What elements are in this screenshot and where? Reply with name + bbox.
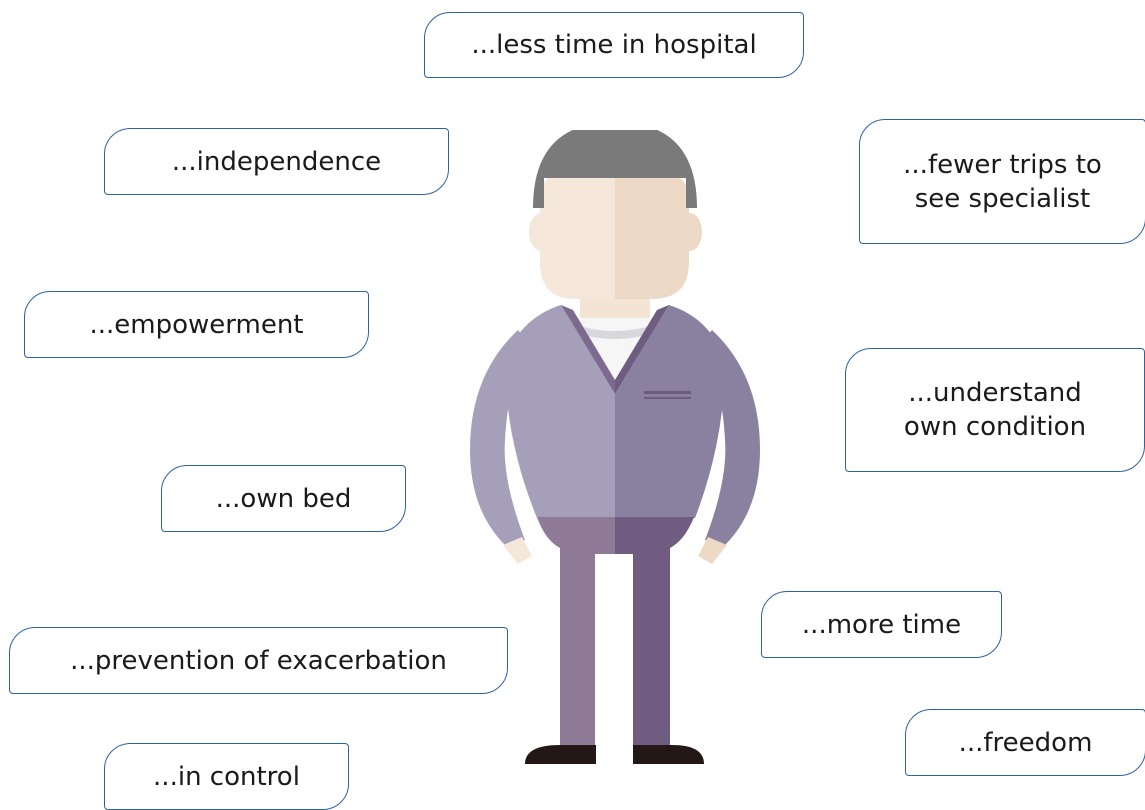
- hair: [533, 130, 697, 208]
- left-leg: [560, 548, 595, 748]
- shirt-collar: [568, 322, 662, 339]
- person-illustration: [470, 130, 760, 764]
- jacket-left: [505, 305, 615, 518]
- benefit-bubble-in-control: ...in control: [104, 743, 349, 810]
- benefit-bubble-independence: ...independence: [104, 128, 449, 195]
- benefit-bubble-fewer-trips: ...fewer trips to see specialist: [859, 119, 1145, 244]
- benefit-bubble-more-time: ...more time: [761, 591, 1002, 658]
- lapel-right: [615, 305, 669, 394]
- left-shoe: [525, 745, 596, 764]
- jacket-right: [615, 305, 725, 518]
- right-leg: [633, 548, 670, 748]
- waist-left: [537, 517, 615, 548]
- right-arm: [700, 330, 760, 545]
- left-hand: [503, 537, 532, 564]
- lapel-left: [561, 305, 615, 394]
- head-right: [615, 170, 689, 299]
- benefit-bubble-freedom: ...freedom: [905, 709, 1145, 776]
- crotch-right: [615, 548, 633, 554]
- jacket-pocket: [644, 391, 691, 394]
- left-arm: [470, 330, 530, 545]
- benefit-bubble-understand-condition: ...understand own condition: [845, 348, 1145, 472]
- benefit-bubble-empowerment: ...empowerment: [24, 291, 369, 358]
- waist-right: [615, 517, 694, 548]
- crotch-left: [595, 548, 615, 554]
- jacket-pocket-line: [644, 397, 691, 399]
- right-shoe: [633, 745, 704, 764]
- head-left: [540, 170, 615, 299]
- shirt: [572, 318, 658, 395]
- right-hand: [698, 537, 727, 564]
- benefit-bubble-prevention-of-exacerbation: ...prevention of exacerbation: [9, 627, 508, 694]
- benefit-bubble-own-bed: ...own bed: [161, 465, 406, 532]
- benefit-bubble-less-time-in-hospital: ...less time in hospital: [424, 12, 804, 78]
